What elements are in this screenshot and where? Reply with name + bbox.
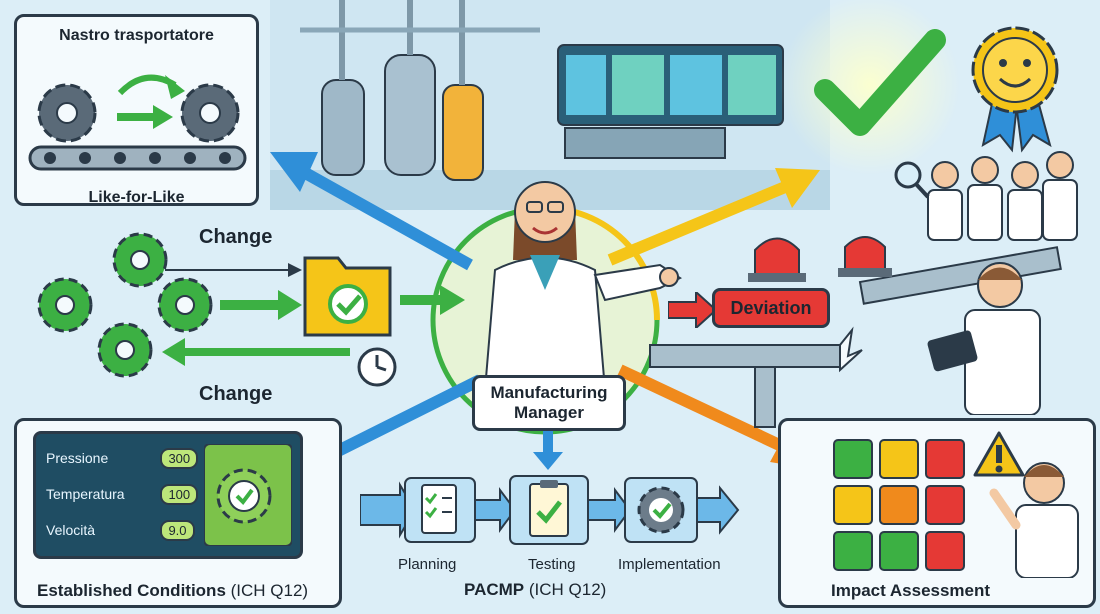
step-planning: Planning — [398, 556, 457, 573]
control-room-screens — [557, 44, 784, 159]
conveyor-title: Nastro trasportatore — [59, 27, 214, 44]
param-value-velocita: 9.0 — [160, 520, 195, 541]
risk-cell — [925, 439, 965, 479]
like-for-like-panel: Nastro trasportatore Like-for-Like — [14, 14, 259, 206]
risk-cell — [879, 485, 919, 525]
change-bottom-label: Change — [199, 383, 273, 405]
gear-icon — [216, 468, 272, 524]
param-name-velocita: Velocità — [46, 522, 96, 538]
broken-pipe — [649, 246, 1062, 428]
established-conditions-title: Established Conditions — [37, 581, 226, 600]
impact-assessment-panel: Impact Assessment — [778, 418, 1096, 608]
parameter-row: Velocità 9.0 — [46, 520, 195, 541]
gear-icon — [37, 83, 97, 143]
risk-cell — [879, 531, 919, 571]
like-for-like-label: Like-for-Like — [88, 189, 185, 206]
established-conditions-caption: Established Conditions (ICH Q12) — [37, 581, 308, 601]
param-value-pressione: 300 — [160, 448, 199, 469]
deviation-arrow — [668, 292, 718, 328]
manufacturing-manager-figure — [483, 181, 683, 390]
deviation-label: Deviation — [712, 288, 830, 328]
parameter-row: Temperatura 100 — [46, 484, 199, 505]
step-testing: Testing — [528, 556, 576, 573]
arrow-to-folder — [400, 285, 465, 315]
risk-matrix — [833, 439, 973, 579]
param-name-temperatura: Temperatura — [46, 486, 125, 502]
approval-illustration — [814, 26, 1078, 241]
step-implementation: Implementation — [618, 556, 721, 573]
risk-cell — [833, 485, 873, 525]
clock-icon — [357, 347, 397, 387]
warning-icon — [973, 431, 1025, 477]
gear-icon — [97, 322, 153, 378]
gear-icon — [180, 83, 240, 143]
param-value-temperatura: 100 — [160, 484, 199, 505]
risk-cell — [833, 439, 873, 479]
risk-cell — [879, 439, 919, 479]
established-conditions-panel: Pressione 300 Temperatura 100 Velocità 9… — [14, 418, 342, 608]
check-icon — [814, 29, 946, 136]
folder-check-icon — [303, 256, 392, 337]
gear-icon — [157, 277, 213, 333]
param-name-pressione: Pressione — [46, 450, 109, 466]
analyst-figure — [989, 462, 1079, 578]
impact-assessment-caption: Impact Assessment — [831, 581, 991, 600]
pacmp-title: PACMP — [464, 580, 525, 599]
pacmp-flow — [360, 475, 740, 545]
change-gears-illustration — [37, 232, 397, 387]
risk-cell — [833, 531, 873, 571]
gear-icon — [112, 232, 168, 288]
siren-icon — [838, 236, 892, 277]
engineer-with-tablet — [927, 262, 1041, 415]
factory-tanks — [300, 0, 540, 181]
pacmp-ref: (ICH Q12) — [524, 580, 607, 599]
conveyor-illustration — [28, 74, 247, 171]
arrow-to-pacmp — [533, 430, 563, 470]
gear-icon — [37, 277, 93, 333]
inspection-team — [894, 151, 1078, 241]
siren-icon — [748, 237, 806, 282]
arrow-to-approval — [607, 168, 820, 266]
gear-check-display — [204, 444, 292, 546]
clipboard-icon — [529, 480, 569, 537]
clipboard-icon — [421, 484, 457, 534]
arrow-to-like-for-like — [270, 152, 473, 271]
parameter-row: Pressione 300 — [46, 448, 199, 469]
medal-icon — [971, 26, 1059, 153]
sirens — [748, 236, 892, 282]
pacmp-caption: PACMP (ICH Q12) — [464, 580, 606, 600]
manufacturing-manager-label: Manufacturing Manager — [472, 375, 626, 431]
gear-icon — [637, 486, 685, 534]
risk-cell — [925, 531, 965, 571]
established-conditions-ref: (ICH Q12) — [225, 581, 309, 600]
change-top-label: Change — [199, 226, 273, 248]
magnifier-icon — [894, 161, 930, 199]
parameter-screen: Pressione 300 Temperatura 100 Velocità 9… — [33, 431, 303, 559]
risk-cell — [925, 485, 965, 525]
